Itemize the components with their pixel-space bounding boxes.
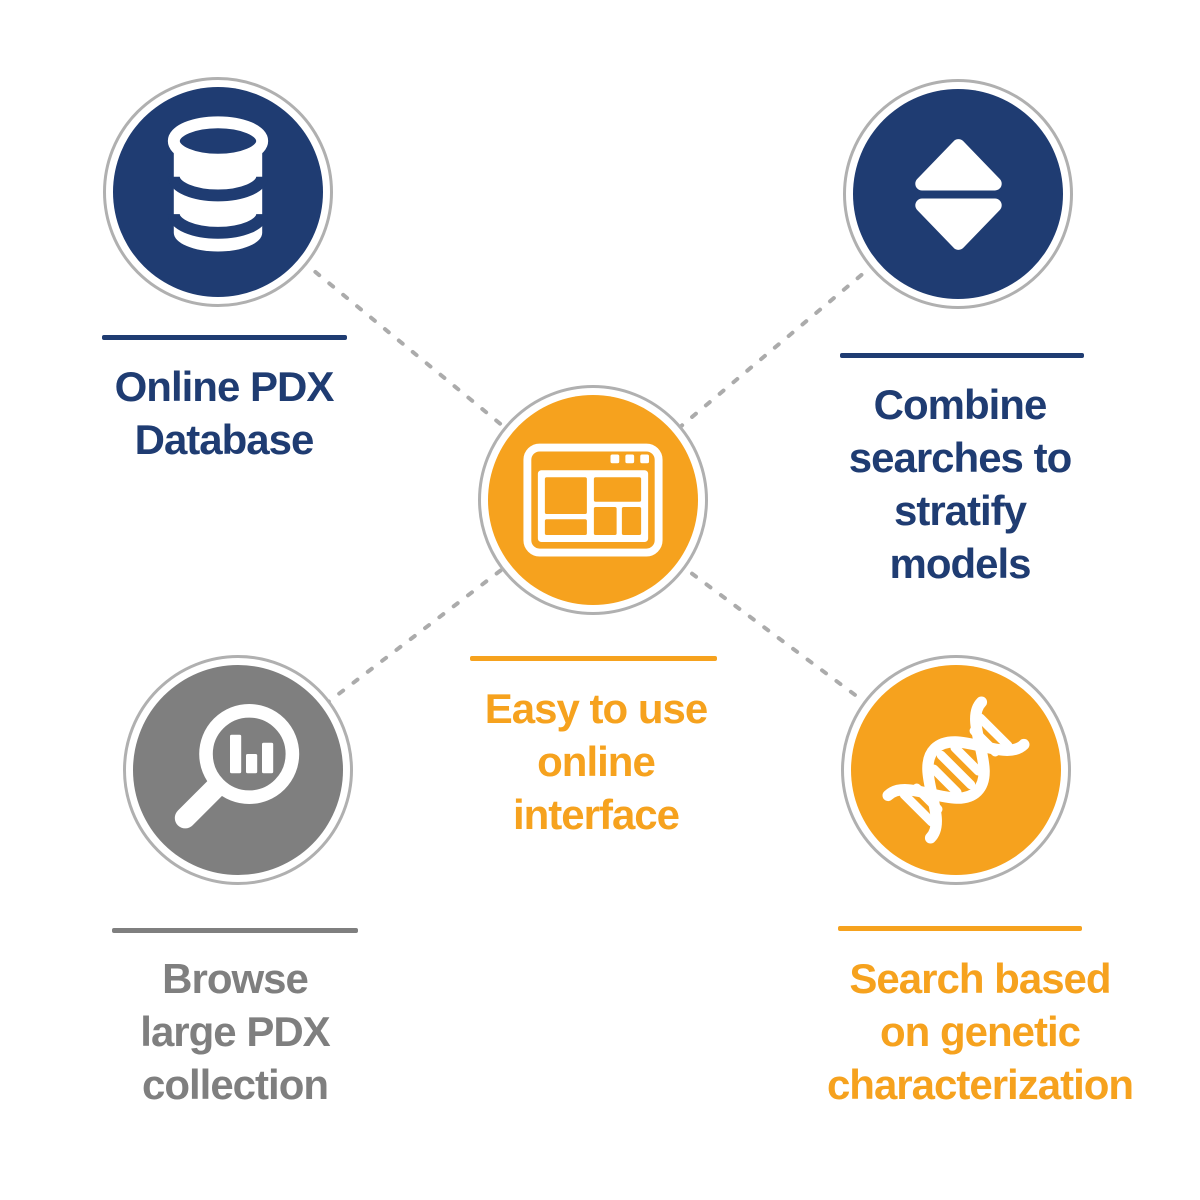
node-disc-online-pdx-database [113,87,323,297]
label-line: Combine [873,381,1048,428]
separator-online-pdx-database [102,335,347,340]
label-line: stratify [893,487,1027,534]
node-circle-genetic-search [841,655,1071,885]
label-combine-searches: Combine searches to stratify models [780,378,1140,590]
label-line: collection [141,1061,329,1108]
node-disc-easy-online-interface [488,395,698,605]
label-line: models [889,540,1031,587]
separator-browse-collection [112,928,358,933]
node-circle-easy-online-interface [478,385,708,615]
label-online-pdx-database: Online PDX Database [62,360,386,466]
label-line: characterization [826,1061,1134,1108]
label-browse-collection: Browse large PDX collection [75,952,395,1111]
label-line: interface [512,791,680,838]
label-line: on genetic [879,1008,1081,1055]
node-disc-browse-collection [133,665,343,875]
label-line: searches to [848,434,1072,481]
search-analytics-icon [174,704,300,829]
label-line: large PDX [140,1008,330,1055]
label-line: Browse [162,955,309,1002]
browser-window-icon [523,443,663,557]
node-disc-combine-searches [853,89,1063,299]
sort-arrows-icon [914,138,1002,250]
separator-easy-online-interface [470,656,717,661]
label-line: Online PDX [114,363,335,410]
label-line: Database [134,416,315,463]
database-icon [167,116,269,252]
separator-genetic-search [838,926,1082,931]
label-line: Easy to use [484,685,708,732]
node-circle-browse-collection [123,655,353,885]
node-disc-genetic-search [851,665,1061,875]
separator-combine-searches [840,353,1084,358]
node-circle-combine-searches [843,79,1073,309]
label-line: online [537,738,656,785]
node-circle-online-pdx-database [103,77,333,307]
label-easy-online-interface: Easy to use online interface [436,682,756,841]
label-line: Search based [849,955,1111,1002]
label-genetic-search: Search based on genetic characterization [790,952,1170,1111]
dna-icon [882,696,1030,844]
